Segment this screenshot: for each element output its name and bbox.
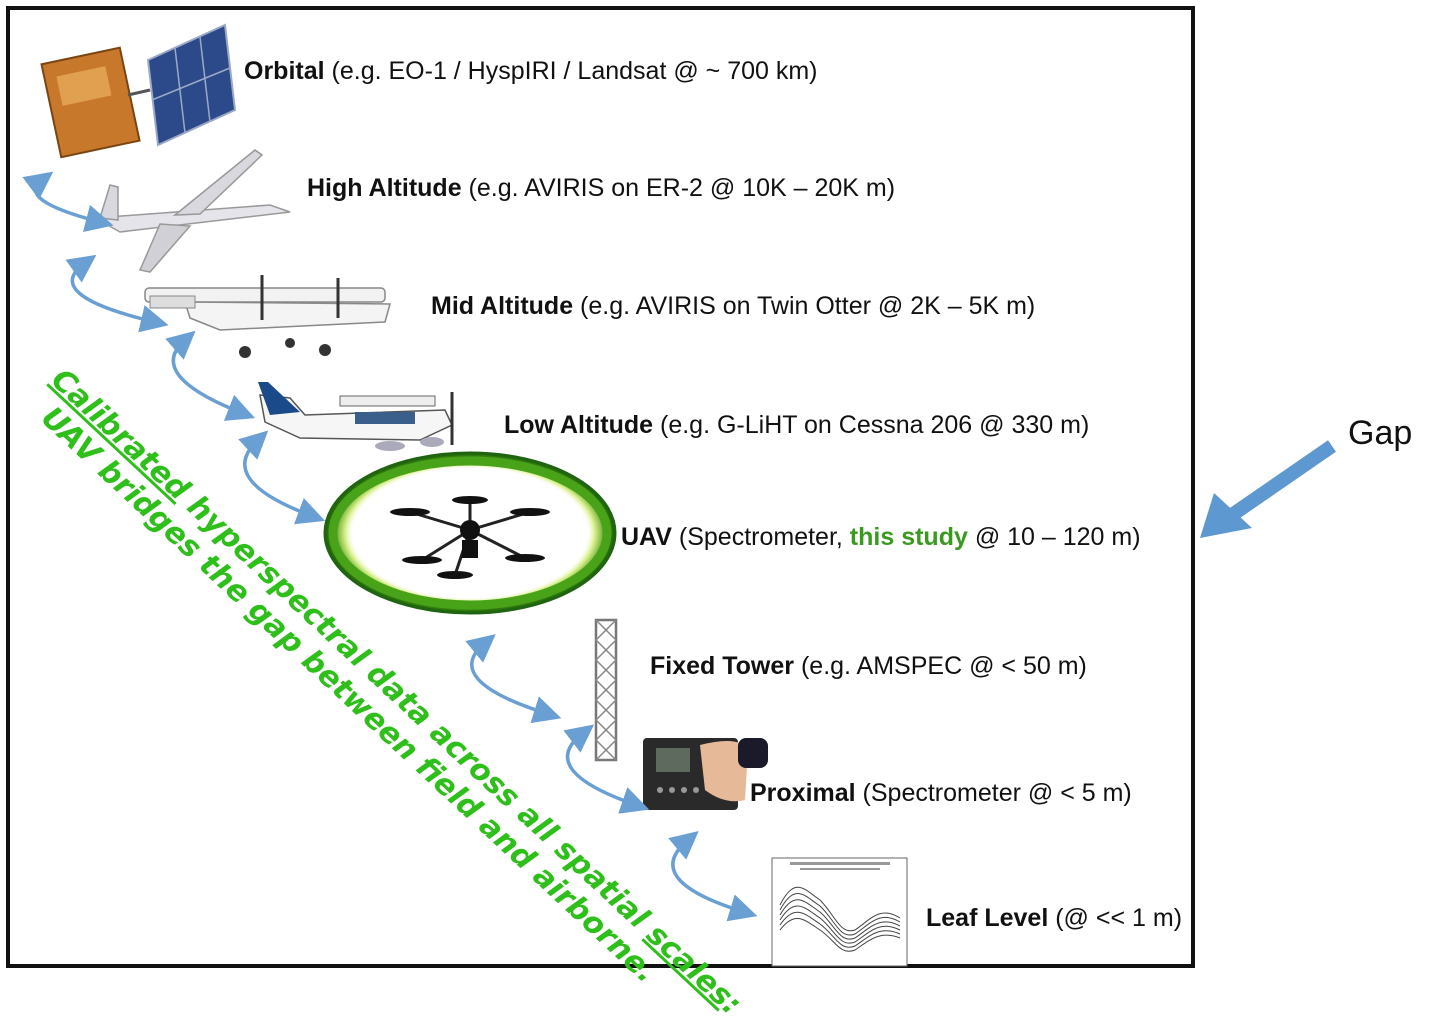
label-fixed-tower: Fixed Tower (e.g. AMSPEC @ < 50 m)	[650, 652, 1087, 680]
fixed-tower-icon	[594, 618, 618, 762]
cessna-icon	[258, 382, 454, 451]
label-low-altitude: Low Altitude (e.g. G-LiHT on Cessna 206 …	[504, 411, 1090, 439]
scale-connector-arrows	[22, 171, 758, 922]
leaf-spectra-plot-icon	[771, 857, 908, 967]
diagram-graphics	[22, 23, 1336, 967]
label-leaf-level: Leaf Level (@ << 1 m)	[926, 904, 1183, 932]
hexacopter-drone-icon	[390, 496, 550, 579]
label-proximal: Proximal (Spectrometer @ < 5 m)	[750, 779, 1132, 807]
this-study-highlight: this study	[849, 523, 968, 551]
label-uav: UAV (Spectrometer, this study @ 10 – 120…	[621, 523, 1141, 551]
satellite-icon	[40, 23, 237, 159]
label-orbital: Orbital (e.g. EO-1 / HyspIRI / Landsat @…	[244, 57, 818, 85]
gap-pointer-arrow	[1200, 440, 1336, 538]
high-altitude-jet-icon	[92, 149, 291, 273]
gap-label: Gap	[1348, 414, 1413, 452]
label-mid-altitude: Mid Altitude (e.g. AVIRIS on Twin Otter …	[431, 292, 1036, 320]
handheld-spectrometer-icon	[643, 738, 768, 810]
label-high-altitude: High Altitude (e.g. AVIRIS on ER-2 @ 10K…	[307, 174, 896, 202]
